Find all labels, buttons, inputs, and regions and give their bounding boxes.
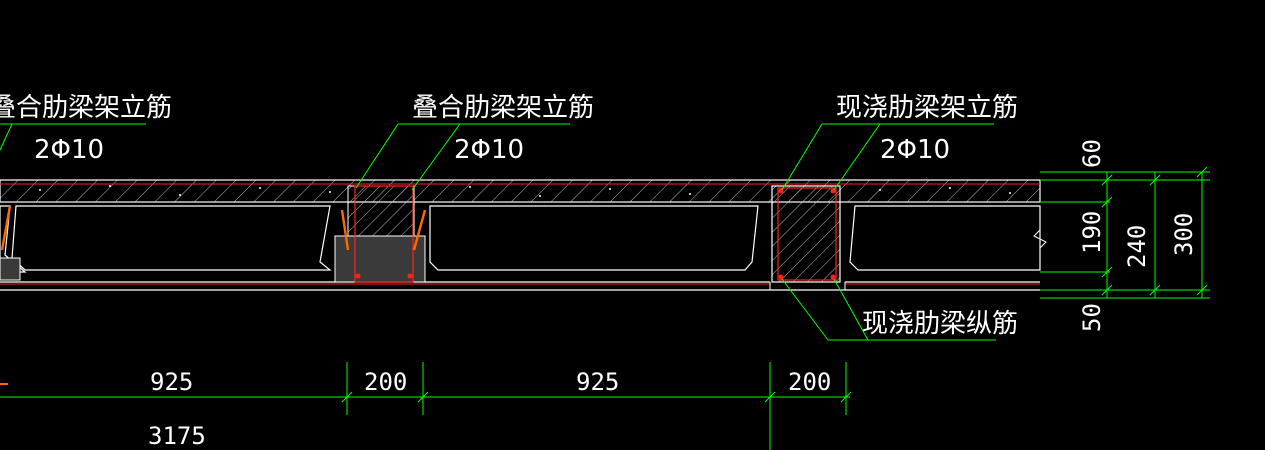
label-left-rib-count: 2Φ10 [34, 135, 104, 165]
label-cast-rib-count: 2Φ10 [880, 135, 950, 165]
label-cast-rib-longitudinal: 现浇肋梁纵筋 [862, 309, 1018, 339]
dim-bottom: 50 [1078, 303, 1106, 332]
label-mid-rib-stirrup: 叠合肋梁架立筋 [412, 93, 594, 123]
dim-span2: 925 [576, 368, 619, 396]
precast-rib-left [0, 257, 21, 281]
void-cells [0, 205, 1041, 273]
void-cell-1 [11, 205, 332, 271]
dim-total: 3175 [148, 422, 206, 450]
label-cast-rib-stirrup: 现浇肋梁架立筋 [836, 93, 1018, 123]
dim-rib2: 200 [788, 368, 831, 396]
bottom-slab [0, 281, 1040, 291]
cast-rib [769, 185, 846, 290]
dim-outer-total: 300 [1170, 213, 1198, 256]
void-cell-3 [849, 205, 1041, 271]
dim-top: 60 [1078, 139, 1106, 168]
break-symbol [1033, 229, 1047, 249]
horizontal-dimensions [0, 362, 852, 450]
precast-rib-mid [334, 185, 427, 283]
dim-inner-total: 240 [1123, 225, 1151, 268]
left-rebar-accent [0, 205, 12, 251]
top-slab [0, 179, 1041, 203]
vertical-dimensions [1040, 166, 1210, 299]
dim-span1: 925 [150, 368, 193, 396]
label-mid-rib-count: 2Φ10 [454, 135, 524, 165]
leaders [0, 123, 996, 341]
dim-rib1: 200 [364, 368, 407, 396]
void-cell-2 [429, 205, 759, 271]
dim-web: 190 [1078, 211, 1106, 254]
label-left-rib-stirrup: 叠合肋梁架立筋 [0, 93, 172, 123]
